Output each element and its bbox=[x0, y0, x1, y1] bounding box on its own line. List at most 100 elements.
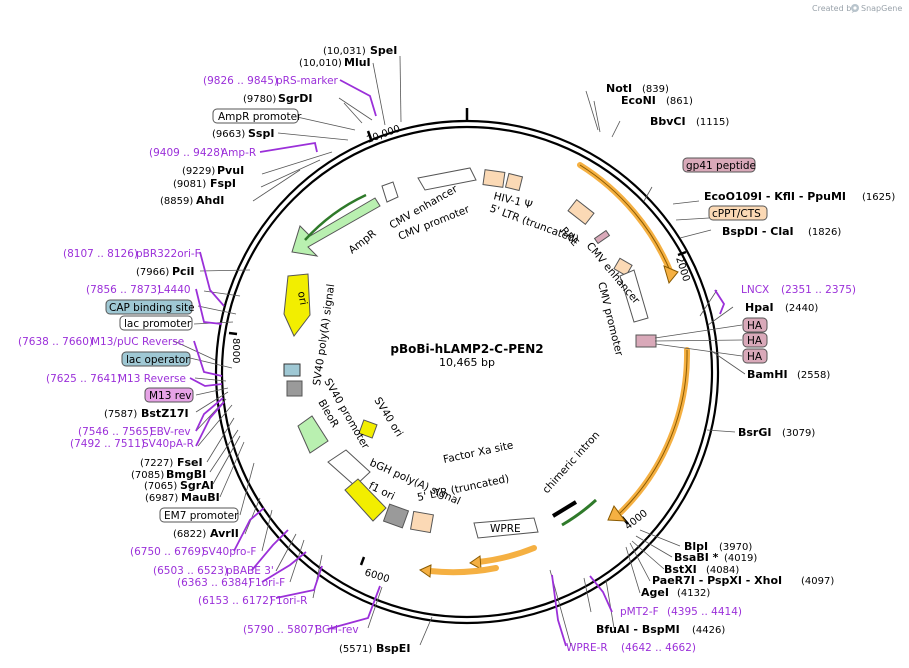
enzyme-pos-fspI: (9081) bbox=[173, 179, 206, 190]
backbone-inner bbox=[220, 125, 714, 619]
primer-name-sv40pa-r[interactable]: SV40pA-R bbox=[142, 438, 194, 450]
enzyme-pos-mauBI: (6987) bbox=[145, 493, 178, 504]
primer-name-pmt2-f[interactable]: pMT2-F bbox=[620, 606, 659, 618]
label-gp41-peptide: gp41 peptide bbox=[686, 160, 756, 172]
snapgene-logo-icon bbox=[851, 4, 859, 12]
enzyme-pos-bstXI: (4084) bbox=[706, 565, 739, 576]
enzyme-name-sspI[interactable]: SspI bbox=[248, 127, 274, 140]
primer-name-pbabe-3[interactable]: pBABE 3' bbox=[226, 565, 274, 577]
enzyme-name-sgrDI[interactable]: SgrDI bbox=[278, 92, 312, 105]
enzyme-name-bsaBI[interactable]: BsaBI * bbox=[674, 551, 719, 564]
orange-arc-bottom-1 bbox=[475, 545, 537, 565]
enzyme-name-bamHI[interactable]: BamHI bbox=[747, 368, 788, 381]
brand-name: SnapGene bbox=[861, 4, 902, 13]
label-box-cap-binding-site[interactable] bbox=[105, 299, 193, 315]
feature-sv40-ori: SV40 ori bbox=[371, 395, 405, 439]
cppt-block bbox=[613, 257, 633, 277]
enzyme-name-speI[interactable]: SpeI bbox=[370, 44, 397, 57]
primer-name-m13-puc-reverse[interactable]: M13/pUC Reverse bbox=[91, 336, 184, 348]
enzyme-pos-ahdI: (8859) bbox=[160, 196, 193, 207]
enzyme-name-hpaI[interactable]: HpaI bbox=[745, 301, 774, 314]
enzyme-name-ecoNI[interactable]: EcoNI bbox=[621, 94, 656, 107]
enzyme-name-fseI[interactable]: FseI bbox=[177, 456, 203, 469]
enzyme-name-ageI[interactable]: AgeI bbox=[641, 586, 669, 599]
tick-6000 bbox=[359, 556, 366, 566]
wpre-arrow bbox=[473, 517, 539, 539]
tick-10000 bbox=[366, 130, 373, 140]
primer-name-prs-marker[interactable]: pRS-marker bbox=[276, 75, 339, 87]
label-box-m13-rev[interactable] bbox=[144, 387, 194, 403]
label-ha-1: HA bbox=[747, 320, 763, 332]
primer-name-ebv-rev[interactable]: EBV-rev bbox=[150, 426, 191, 438]
enzyme-name-pciI[interactable]: PciI bbox=[172, 265, 194, 278]
enzyme-name-avrII[interactable]: AvrII bbox=[210, 527, 239, 540]
primer-range-f1ori-f: (6363 .. 6384) bbox=[177, 577, 252, 589]
bgh-polya-block bbox=[382, 503, 410, 529]
plasmid-size: 10,465 bp bbox=[439, 356, 495, 369]
primer-name-lncx[interactable]: LNCX bbox=[741, 284, 769, 296]
label-box-ampr-promoter[interactable] bbox=[212, 108, 299, 124]
primer-range-pbr322ori-f: (8107 .. 8126) bbox=[63, 248, 138, 260]
primer-range-sv40pro-f: (6750 .. 6769) bbox=[130, 546, 205, 558]
enzyme-name-bbvCI[interactable]: BbvCI bbox=[650, 115, 686, 128]
enzyme-name-pvuI[interactable]: PvuI bbox=[217, 164, 244, 177]
label-box-cppt-cts[interactable] bbox=[708, 205, 768, 221]
enzyme-name-notI[interactable]: NotI bbox=[606, 82, 632, 95]
enzyme-name-ahdI[interactable]: AhdI bbox=[196, 194, 224, 207]
enzyme-pos-pciI: (7966) bbox=[136, 267, 169, 278]
enzyme-pos-bmgBI: (7085) bbox=[131, 470, 164, 481]
orange-arrowhead-1 bbox=[663, 265, 679, 285]
primer-name-l4440[interactable]: L4440 bbox=[158, 284, 191, 296]
enzyme-name-bstXI[interactable]: BstXI bbox=[664, 563, 697, 576]
label-box-em7-promoter[interactable] bbox=[159, 507, 239, 523]
primer-name-f1ori-r[interactable]: F1ori-R bbox=[270, 595, 307, 607]
enzyme-name-bspEI[interactable]: BspEI bbox=[376, 642, 410, 655]
enzyme-name-bspDI[interactable]: BspDI - ClaI bbox=[722, 225, 794, 238]
enzyme-name-paeR7I[interactable]: PaeR7I - PspXI - XhoI bbox=[652, 574, 782, 587]
enzyme-name-fspI[interactable]: FspI bbox=[210, 177, 236, 190]
enzyme-pos-hpaI: (2440) bbox=[785, 303, 818, 314]
enzyme-pos-sspI: (9663) bbox=[212, 129, 245, 140]
primer-name-sv40pro-f[interactable]: SV40pro-F bbox=[202, 546, 256, 558]
primer-name-m13-reverse[interactable]: M13 Reverse bbox=[118, 373, 186, 385]
feature-sv40-polya: SV40 poly(A) signal bbox=[311, 283, 337, 386]
enzyme-name-mluI[interactable]: MluI bbox=[344, 56, 371, 69]
label-box-ha-2[interactable] bbox=[742, 332, 768, 348]
tick-label-2000: 2000 bbox=[673, 256, 691, 284]
enzyme-name-bsrGI[interactable]: BsrGI bbox=[738, 426, 771, 439]
label-box-ha-3[interactable] bbox=[742, 348, 768, 364]
orange-arrowhead-3 bbox=[469, 555, 482, 570]
primer-name-amp-r[interactable]: Amp-R bbox=[221, 147, 256, 159]
primer-range-ebv-rev: (7546 .. 7565) bbox=[78, 426, 153, 438]
label-box-lac-promoter[interactable] bbox=[119, 315, 193, 331]
primer-name-pbr322ori-f[interactable]: pBR322ori-F bbox=[136, 248, 201, 260]
primer-range-m13-reverse: (7625 .. 7641) bbox=[46, 373, 121, 385]
enzyme-pos-bspDI: (1826) bbox=[808, 227, 841, 238]
enzyme-pos-sgrDI: (9780) bbox=[243, 94, 276, 105]
enzyme-name-bmgBI[interactable]: BmgBI bbox=[166, 468, 206, 481]
enzyme-name-blpI[interactable]: BlpI bbox=[684, 540, 708, 553]
enzyme-name-sgrAI[interactable]: SgrAI bbox=[180, 479, 214, 492]
primer-name-bgh-rev[interactable]: BGH-rev bbox=[315, 624, 359, 636]
label-ha-2: HA bbox=[747, 335, 763, 347]
orange-arrowhead-4 bbox=[418, 564, 432, 578]
enzyme-pos-bfuAI: (4426) bbox=[692, 625, 725, 636]
orange-arc-right-core bbox=[619, 349, 688, 514]
primer-range-prs-marker: (9826 .. 9845) bbox=[203, 75, 278, 87]
label-box-gp41-peptide[interactable] bbox=[682, 157, 756, 173]
primer-name-wpre-r[interactable]: WPRE-R bbox=[566, 642, 608, 654]
primer-name-f1ori-f[interactable]: F1ori-F bbox=[249, 577, 285, 589]
tick-2000 bbox=[677, 250, 687, 257]
bleor-arrow bbox=[297, 415, 329, 454]
chimeric-intron-line bbox=[551, 500, 578, 518]
enzyme-pos-bstZ17I: (7587) bbox=[104, 409, 137, 420]
label-box-lac-operator[interactable] bbox=[121, 351, 191, 367]
enzyme-name-bfuAI[interactable]: BfuAI - BspMI bbox=[596, 623, 680, 636]
enzyme-name-ecoO109I[interactable]: EcoO109I - KflI - PpuMI bbox=[704, 190, 846, 203]
tick-label-6000: 6000 bbox=[363, 567, 391, 585]
label-box-ha-1[interactable] bbox=[742, 317, 768, 333]
green-arc-bottom bbox=[561, 498, 598, 527]
enzyme-name-mauBI[interactable]: MauBI bbox=[181, 491, 220, 504]
cmv-enhancer-arrow-top bbox=[417, 167, 477, 191]
enzyme-name-bstZ17I[interactable]: BstZ17I bbox=[141, 407, 189, 420]
